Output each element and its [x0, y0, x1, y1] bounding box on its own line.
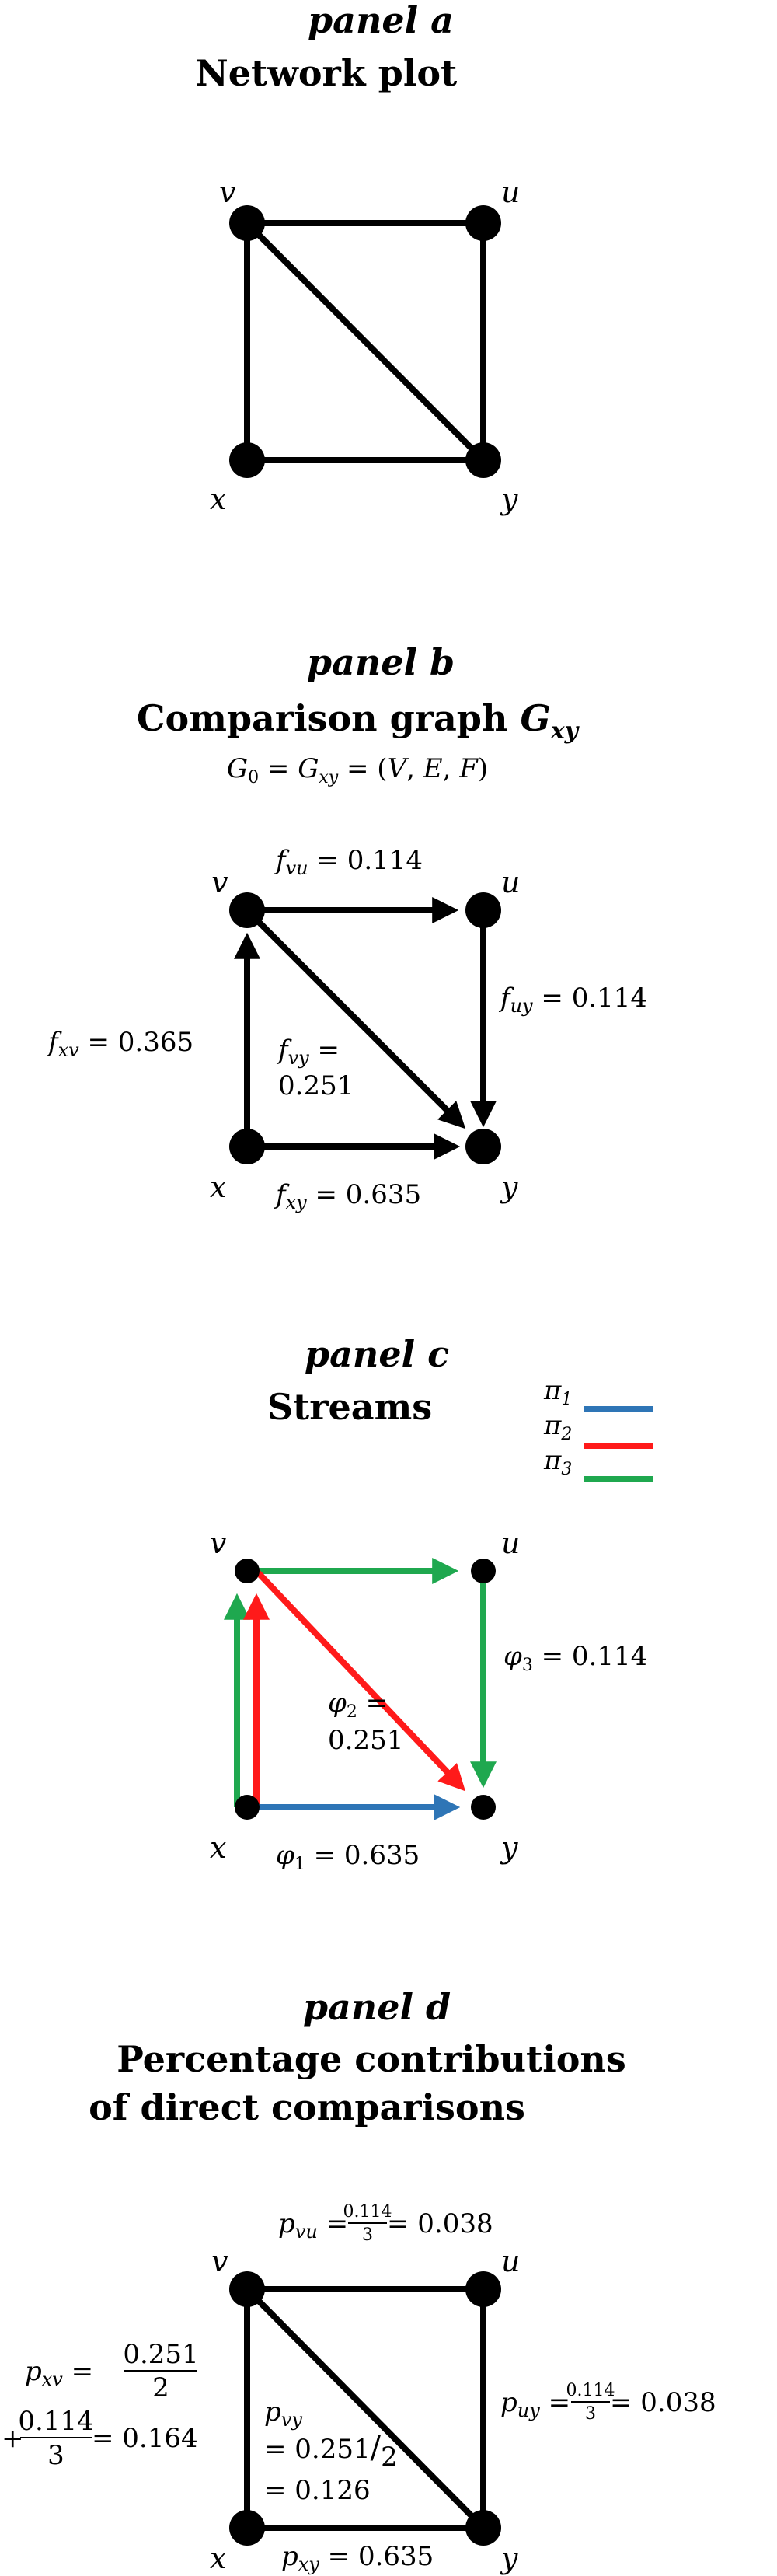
node-y	[465, 2510, 501, 2546]
contrib-uy-den: 3	[585, 2404, 596, 2424]
flow-value-vy: 0.251	[278, 1070, 354, 1101]
contrib-xv-den2: 3	[47, 2440, 64, 2471]
node-label-y: y	[500, 1170, 518, 1204]
node-u	[465, 205, 501, 241]
edge-v-y	[245, 221, 486, 462]
legend-label-pi3: π3	[543, 1445, 572, 1479]
panel-d: panel d Percentage contributions of dire…	[2, 1986, 716, 2575]
panel-b-title: Comparison graph Gxy	[137, 697, 580, 745]
panel-c: panel c Streams π1 π2 π3 v u x y φ3 = 0.…	[210, 1333, 653, 1874]
contrib-xv-plus: +	[2, 2423, 24, 2454]
node-label-x: x	[210, 1831, 226, 1865]
stream-value-2: 0.251	[328, 1725, 403, 1756]
node-label-v: v	[210, 1526, 227, 1560]
contrib-uy-lhs: puy =	[500, 2387, 570, 2421]
node-label-u: u	[501, 1526, 520, 1560]
node-v	[229, 2271, 265, 2307]
node-u	[465, 2271, 501, 2307]
node-label-v: v	[219, 175, 236, 209]
contrib-uy: puy = 0.114 3 = 0.038	[500, 2381, 716, 2424]
contrib-xy: pxy = 0.635	[281, 2541, 434, 2575]
contrib-vy-line3: = 0.126	[264, 2475, 371, 2506]
contrib-vy-line2: = 0.251/2	[264, 2430, 398, 2473]
legend-label-pi2: π2	[543, 1410, 572, 1444]
contrib-vy-lhs: pvy	[264, 2396, 302, 2431]
panel-d-title-line2: of direct comparisons	[89, 2086, 525, 2128]
contrib-vu-lhs: pvu =	[278, 2208, 348, 2243]
legend-label-pi1: π1	[543, 1375, 572, 1409]
flow-label-xv: fxv = 0.365	[46, 1027, 193, 1061]
node-label-x: x	[210, 482, 226, 516]
contrib-xv-lhs: pxv =	[25, 2356, 93, 2390]
node-x	[229, 1129, 265, 1164]
node-y	[465, 1129, 501, 1164]
node-label-v: v	[211, 2244, 228, 2278]
panel-a: panel a Network plot v u x y	[196, 0, 521, 516]
contrib-vu-num: 0.114	[343, 2202, 392, 2222]
node-label-y: y	[500, 1831, 518, 1865]
panel-c-label: panel c	[305, 1333, 449, 1375]
node-label-x: x	[210, 2541, 226, 2575]
panel-d-title-line1: Percentage contributions	[117, 2038, 626, 2080]
panel-b: panel b Comparison graph Gxy G0 = Gxy = …	[46, 641, 647, 1213]
panel-a-title: Network plot	[196, 52, 458, 94]
node-x	[235, 1795, 260, 1820]
node-v	[235, 1559, 260, 1583]
panel-b-label: panel b	[307, 641, 455, 683]
contrib-xv-den1: 2	[152, 2372, 169, 2403]
stream-2-arrow-v-y	[254, 1569, 466, 1792]
contrib-xv-num1: 0.251	[123, 2339, 198, 2370]
contrib-vu: pvu = 0.114 3 = 0.038	[278, 2202, 493, 2245]
flow-label-vu: fvu = 0.114	[274, 845, 423, 879]
contrib-xv-num2: 0.114	[18, 2406, 93, 2437]
node-label-v: v	[211, 865, 228, 899]
contrib-xv: pxv = 0.251 2 + 0.114 3 = 0.164	[2, 2339, 199, 2471]
contrib-xv-res: = 0.164	[92, 2423, 198, 2454]
node-y	[471, 1795, 496, 1820]
node-label-y: y	[500, 482, 518, 516]
node-x	[229, 2510, 265, 2546]
node-v	[229, 892, 265, 928]
node-label-x: x	[210, 1170, 226, 1204]
contrib-vy: pvy = 0.251/2 = 0.126	[264, 2396, 398, 2506]
stream-label-2: φ2 =	[328, 1688, 388, 1722]
arrow-v-y	[245, 908, 466, 1129]
node-v	[229, 205, 265, 241]
panel-d-label: panel d	[303, 1986, 451, 2028]
flow-label-xy: fxy = 0.635	[274, 1179, 421, 1213]
node-label-u: u	[501, 865, 520, 899]
node-label-y: y	[500, 2541, 518, 2575]
contrib-uy-num: 0.114	[566, 2381, 615, 2400]
panel-b-formula: G0 = Gxy = (V, E, F)	[227, 753, 488, 787]
node-u	[471, 1559, 496, 1583]
node-label-u: u	[501, 175, 520, 209]
contrib-uy-res: = 0.038	[610, 2387, 716, 2418]
contrib-vu-den: 3	[362, 2225, 373, 2245]
flow-label-uy: fuy = 0.114	[498, 983, 647, 1017]
flow-label-vy: fvy =	[276, 1035, 340, 1069]
edge-v-y	[245, 2287, 486, 2530]
panel-c-title: Streams	[267, 1386, 432, 1428]
contrib-vu-res: = 0.038	[387, 2208, 493, 2239]
stream-label-3: φ3 = 0.114	[503, 1641, 647, 1675]
legend: π1 π2 π3	[543, 1375, 653, 1482]
panel-a-label: panel a	[308, 0, 454, 41]
node-x	[229, 442, 265, 478]
stream-label-1: φ1 = 0.635	[276, 1840, 420, 1874]
node-label-u: u	[501, 2244, 520, 2278]
node-u	[465, 892, 501, 928]
node-y	[465, 442, 501, 478]
